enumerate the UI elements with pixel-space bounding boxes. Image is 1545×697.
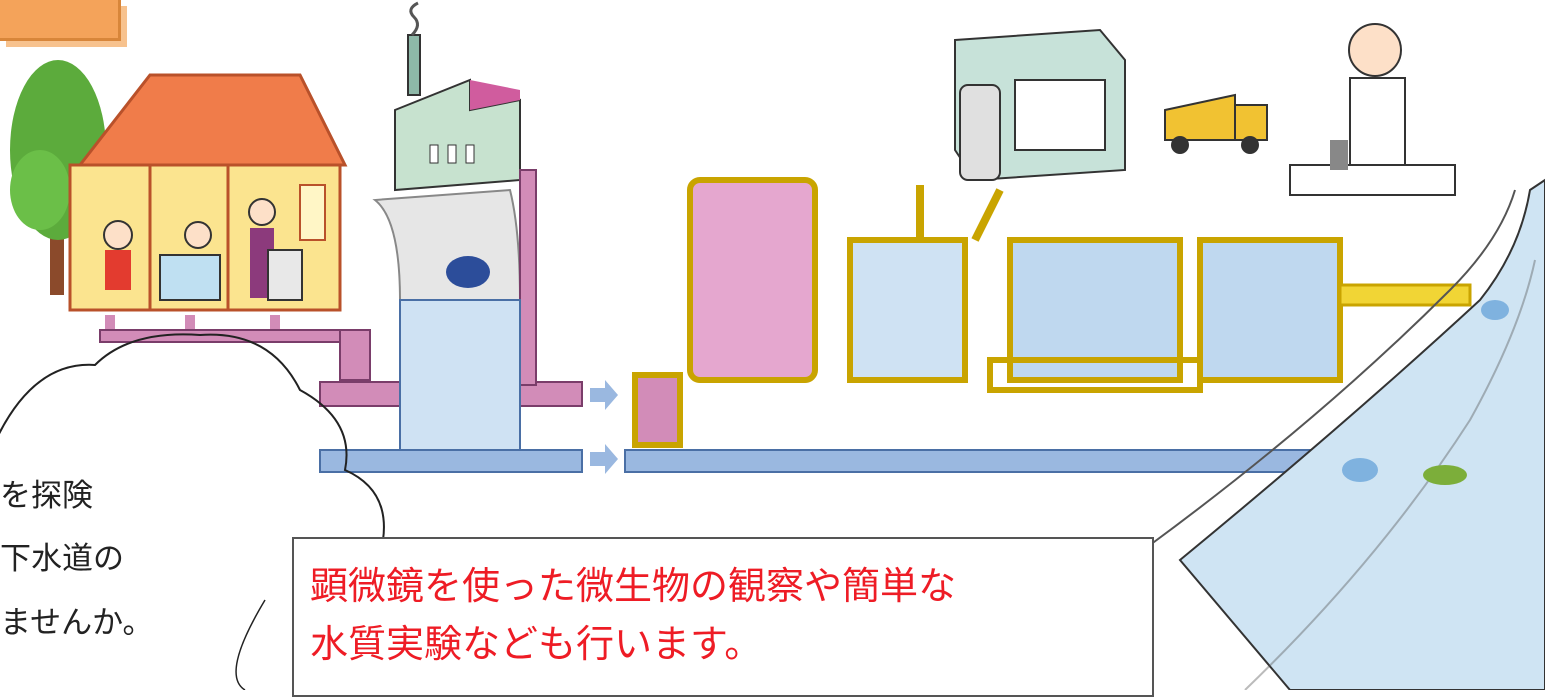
flow-arrow-icon (590, 380, 618, 474)
factory-icon (394, 1, 521, 192)
caption-line1: 顕微鏡を使った微生物の観察や簡単な (310, 564, 957, 608)
speech-bubble-line3: ませんか。 (0, 605, 154, 641)
storm-water-pipe (319, 299, 1326, 473)
dump-truck-icon (1164, 93, 1268, 154)
speech-bubble-line1: を探険 (0, 478, 93, 514)
caption-box: 顕微鏡を使った微生物の観察や簡単な 水質実験なども行います。 (292, 537, 1154, 697)
microscope-icon (1330, 140, 1348, 170)
speech-bubble-line2: 下水道の (0, 541, 124, 577)
car-icon (446, 256, 490, 288)
fish-icon (1423, 465, 1467, 485)
treatment-plant (632, 177, 1472, 448)
top-left-ribbon (0, 0, 121, 41)
sludge-building-icon (954, 28, 1126, 182)
river (1149, 178, 1545, 690)
house-icon (68, 73, 348, 312)
scientist-icon (1289, 23, 1456, 196)
caption-line2: 水質実験なども行います。 (310, 622, 763, 666)
road (372, 188, 522, 301)
sewage-pipe (99, 169, 583, 407)
